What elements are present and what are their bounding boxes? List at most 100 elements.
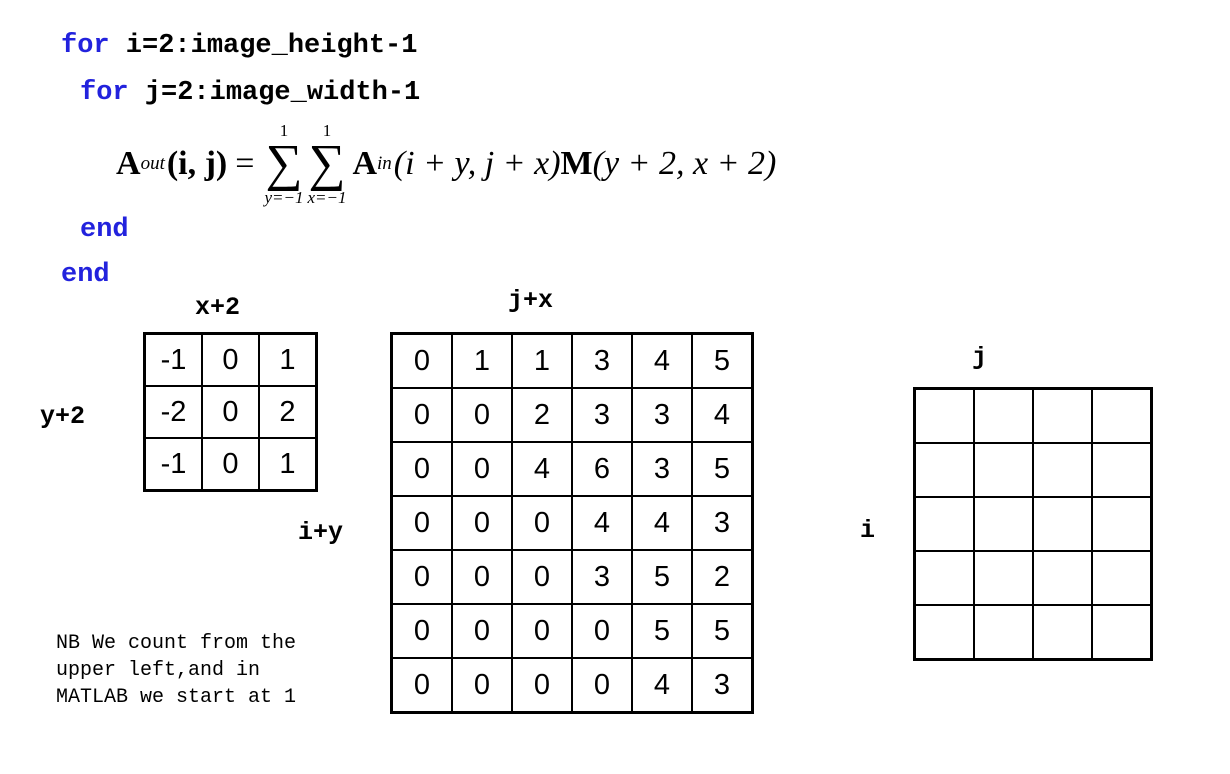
note-line: NB We count from the (56, 632, 297, 655)
lhs-subscript: out (140, 153, 165, 174)
image-cell: 3 (691, 657, 754, 714)
sum-y-lower: y=−1 (264, 187, 304, 207)
image-cell: 0 (511, 549, 573, 605)
image-column-label: j+x (508, 286, 554, 315)
output-cell (973, 442, 1034, 498)
sigma-symbol: ∑ (308, 135, 346, 193)
image-row-label: i+y (298, 518, 344, 547)
output-cell (913, 496, 975, 552)
sum-x-upper: 1 (322, 121, 332, 141)
output-cell (913, 387, 975, 444)
image-cell: 0 (390, 657, 453, 714)
image-cell: 0 (451, 549, 513, 605)
note-line: MATLAB we start at 1 (56, 686, 297, 709)
output-cell (973, 496, 1034, 552)
image-cell: 6 (571, 441, 633, 497)
image-cell: 3 (571, 332, 633, 389)
mask-arguments: (y + 2, x + 2) (592, 145, 777, 182)
image-cell: 3 (631, 441, 693, 497)
kernel-cell: 2 (258, 385, 318, 439)
kernel-cell: -2 (143, 385, 203, 439)
image-cell: 4 (571, 495, 633, 551)
mask-variable: M (560, 145, 593, 182)
sum-y-upper: 1 (279, 121, 289, 141)
output-cell (973, 387, 1034, 444)
image-cell: 4 (511, 441, 573, 497)
image-cell: 5 (631, 549, 693, 605)
kernel-column-label: x+2 (195, 293, 241, 322)
kernel-cell: 1 (258, 437, 318, 492)
kernel-cell: 0 (201, 385, 260, 439)
image-cell: 0 (511, 603, 573, 659)
image-cell: 5 (691, 332, 754, 389)
image-cell: 2 (691, 549, 754, 605)
output-cell (913, 550, 975, 606)
image-cell: 4 (631, 657, 693, 714)
image-cell: 1 (451, 332, 513, 389)
image-cell: 0 (451, 441, 513, 497)
output-row (913, 496, 1153, 552)
image-cell: 5 (691, 603, 754, 659)
input-arguments: (i + y, j + x) (393, 145, 561, 182)
end-keyword: end (80, 215, 129, 245)
code-line-end-inner: end (80, 217, 129, 244)
image-cell: 0 (390, 441, 453, 497)
kernel-cell: -1 (143, 332, 203, 387)
code-line-for-j: for j=2:image_width-1 (80, 80, 420, 107)
output-row (913, 442, 1153, 498)
output-cell (973, 550, 1034, 606)
output-cell (973, 604, 1034, 661)
image-cell: 3 (571, 387, 633, 443)
image-cell: 5 (631, 603, 693, 659)
input-subscript: in (377, 153, 392, 174)
output-cell (913, 604, 975, 661)
lhs-variable: A (116, 145, 141, 182)
equals-sign: = (235, 145, 255, 182)
image-cell: 0 (451, 657, 513, 714)
output-cell (1091, 550, 1153, 606)
output-row (913, 604, 1153, 661)
image-cell: 4 (631, 495, 693, 551)
image-cell: 0 (390, 603, 453, 659)
for-j-range: j=2:image_width-1 (128, 78, 421, 108)
image-cell: 0 (390, 549, 453, 605)
output-image-grid (913, 387, 1153, 661)
kernel-cell: 0 (201, 332, 260, 387)
output-cell (1032, 387, 1093, 444)
output-cell (1032, 496, 1093, 552)
output-cell (1091, 604, 1153, 661)
image-cell: 0 (451, 387, 513, 443)
output-cell (1091, 387, 1153, 444)
end-keyword: end (61, 260, 110, 290)
image-cell: 0 (451, 603, 513, 659)
for-keyword: for (80, 78, 129, 108)
kernel-cell: 0 (201, 437, 260, 492)
kernel-row-label: y+2 (40, 402, 86, 431)
image-cell: 1 (511, 332, 573, 389)
indexing-note: NB We count from the upper left,and in M… (56, 630, 296, 711)
image-cell: 2 (511, 387, 573, 443)
for-i-range: i=2:image_height-1 (109, 31, 418, 61)
image-cell: 4 (691, 387, 754, 443)
image-cell: 0 (511, 495, 573, 551)
output-row-label: i (860, 516, 876, 545)
image-cell: 0 (390, 332, 453, 389)
output-cell (1091, 442, 1153, 498)
image-cell: 0 (390, 495, 453, 551)
sum-x-lower: x=−1 (307, 187, 347, 207)
image-cell: 3 (631, 387, 693, 443)
sum-over-y: 1 ∑ y=−1 (264, 122, 303, 205)
output-cell (913, 442, 975, 498)
